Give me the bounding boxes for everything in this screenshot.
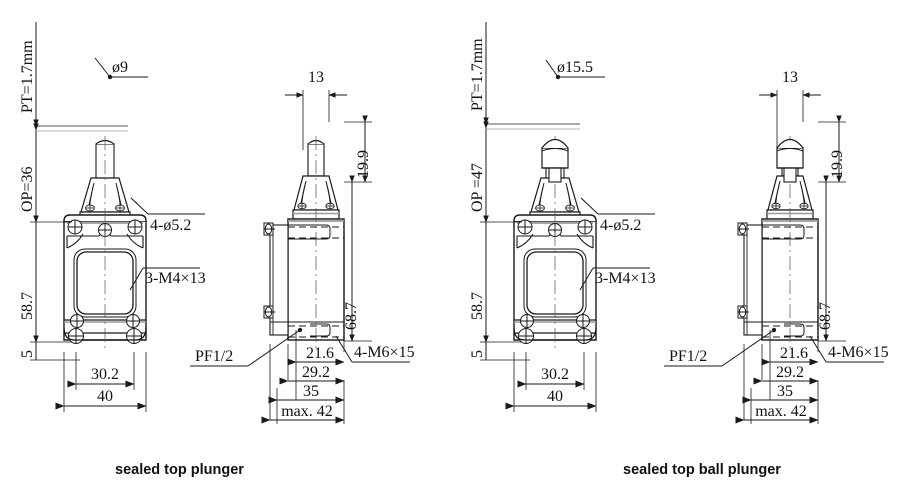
dim-pt-left: PT=1.7mm xyxy=(19,40,36,113)
dim-base-height-left: 5 xyxy=(19,350,36,358)
right-side-dimensions xyxy=(735,90,846,424)
dim-21-6-right: 21.6 xyxy=(780,345,808,362)
label-screws-left: 3-M4×13 xyxy=(145,270,206,287)
dim-op-right: OP =47 xyxy=(469,163,486,212)
dim-overall-width-left: 40 xyxy=(97,388,113,405)
left-side-leaders xyxy=(190,327,410,367)
right-front-leaders xyxy=(545,59,655,291)
left-side-view xyxy=(263,135,345,351)
dim-35-right: 35 xyxy=(777,383,793,400)
label-conduit-thread-right: PF1/2 xyxy=(669,348,707,365)
right-side-view xyxy=(737,135,819,351)
right-side-leaders xyxy=(664,327,884,367)
label-plunger-diameter-left: ø9 xyxy=(112,59,128,76)
dim-base-height-right: 5 xyxy=(469,350,486,358)
label-mounting-holes-right: 4-ø5.2 xyxy=(600,217,641,234)
dim-plunger-width-right: 13 xyxy=(782,69,798,86)
right-front-view xyxy=(513,135,597,351)
caption-right-ball-plunger: sealed top ball plunger xyxy=(623,462,781,478)
dim-head-height-left: 19.9 xyxy=(355,150,372,178)
dim-max-42-right: max. 42 xyxy=(755,403,807,420)
dim-35-left: 35 xyxy=(303,383,319,400)
label-mounting-holes-left: 4-ø5.2 xyxy=(150,217,191,234)
dim-29-2-right: 29.2 xyxy=(776,364,804,381)
dim-body-height-right: 58.7 xyxy=(469,292,486,320)
left-front-vertical-dimension-labels: PT=1.7mm OP=36 58.7 5 xyxy=(19,40,36,358)
left-front-leaders xyxy=(94,57,205,291)
dim-head-height-right: 19.9 xyxy=(829,150,846,178)
label-mounting-screws-left: 4-M6×15 xyxy=(354,344,415,361)
right-front-horizontal-dimensions xyxy=(505,352,597,412)
dim-pt-right: PT=1.7mm xyxy=(469,38,486,111)
left-front-view xyxy=(63,135,147,351)
label-screws-right: 3-M4×13 xyxy=(595,270,656,287)
dim-mount-pitch-right: 30.2 xyxy=(541,366,569,383)
left-side-dimensions xyxy=(261,90,372,424)
dim-mount-pitch-left: 30.2 xyxy=(91,366,119,383)
dim-21-6-left: 21.6 xyxy=(306,345,334,362)
caption-left-plunger: sealed top plunger xyxy=(115,462,244,478)
dim-op-left: OP=36 xyxy=(19,167,36,212)
right-front-vertical-dimensions xyxy=(480,22,580,361)
dim-overall-width-right: 40 xyxy=(547,388,563,405)
label-conduit-thread-left: PF1/2 xyxy=(195,348,233,365)
dim-max-42-left: max. 42 xyxy=(281,403,333,420)
dim-body-depth-left: 68.7 xyxy=(343,302,360,330)
label-ball-plunger-diameter-right: ø15.5 xyxy=(557,59,593,76)
dim-body-depth-right: 68.7 xyxy=(817,302,834,330)
dim-plunger-width-left: 13 xyxy=(308,69,324,86)
left-front-horizontal-dimensions xyxy=(55,352,147,412)
label-mounting-screws-right: 4-M6×15 xyxy=(828,344,889,361)
left-front-vertical-dimensions xyxy=(30,22,128,361)
dim-body-height-left: 58.7 xyxy=(19,292,36,320)
dim-29-2-left: 29.2 xyxy=(302,364,330,381)
